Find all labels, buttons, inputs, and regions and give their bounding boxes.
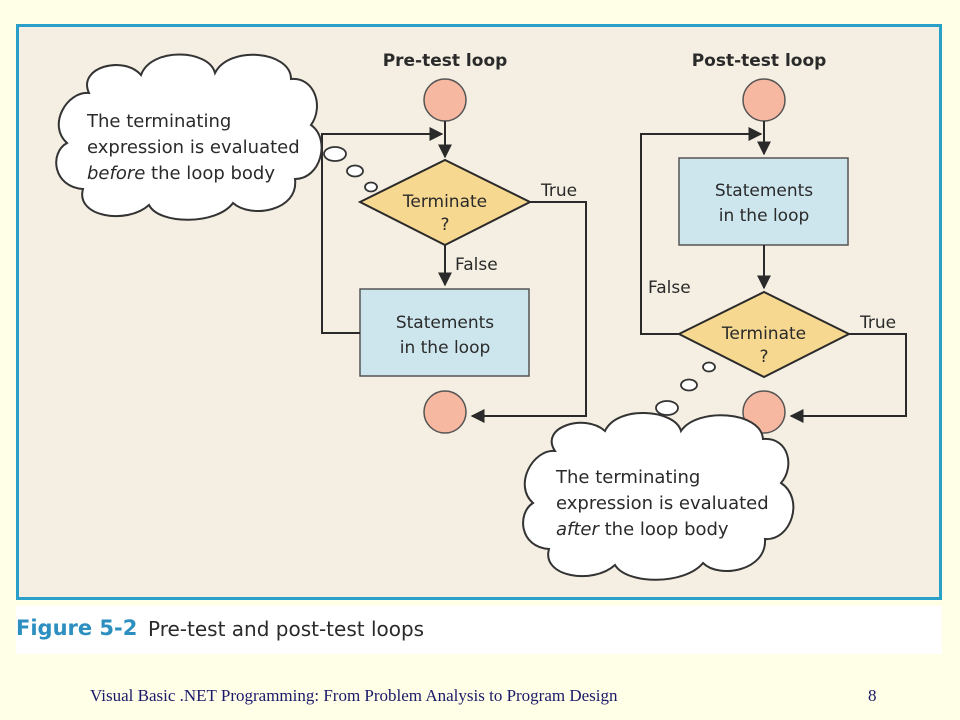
pretest-start-terminal (423, 78, 467, 122)
posttest-end-terminal (742, 390, 786, 434)
posttest-true-label: True (859, 313, 896, 333)
bubble-before-line2: expression is evaluated (87, 137, 300, 158)
slide-footer-title: Visual Basic .NET Programming: From Prob… (90, 686, 618, 705)
figure-caption: Figure 5-2 Pre-test and post-test loops (16, 606, 942, 654)
pretest-box-line1: Statements (396, 313, 494, 333)
bubble-after-line3-rest: the loop body (599, 519, 729, 540)
thought-bubble-after: The terminating expression is evaluated … (522, 361, 795, 581)
posttest-arrow-true (789, 333, 907, 423)
pretest-decision-label: Terminate (402, 192, 487, 212)
figure-caption-text: Pre-test and post-test loops (148, 617, 425, 641)
pretest-end-terminal (423, 390, 467, 434)
figure-number: Figure 5-2 (16, 616, 138, 640)
figure-panel: Pre-test loop Terminate ? False Statemen… (16, 24, 942, 600)
bubble-before-line3: before the loop body (87, 163, 275, 184)
slide-page-number: 8 (868, 686, 877, 705)
pretest-arrow-true (470, 201, 587, 423)
bubble-after-line2: expression is evaluated (556, 493, 769, 514)
bubble-after-emphasis: after (556, 519, 600, 540)
posttest-box-line1: Statements (715, 181, 813, 201)
pretest-statements-box (359, 288, 530, 377)
pretest-decision-qmark: ? (440, 215, 449, 235)
pretest-box-line2: in the loop (400, 338, 491, 358)
bubble-after-line3: after the loop body (556, 519, 729, 540)
posttest-title: Post-test loop (692, 51, 827, 71)
posttest-decision-label: Terminate (721, 324, 806, 344)
thought-bubble-before: The terminating expression is evaluated … (55, 53, 378, 221)
pretest-false-label: False (455, 255, 498, 275)
bubble-before-line3-rest: the loop body (145, 163, 275, 184)
bubble-after-line1: The terminating (555, 467, 700, 488)
posttest-statements-box (678, 157, 849, 246)
bubble-before-line1: The terminating (86, 111, 231, 132)
pretest-loop-back-arrow (321, 127, 444, 334)
bubble-before-emphasis: before (87, 163, 145, 184)
pretest-true-label: True (540, 181, 577, 201)
flowchart-diagram: Pre-test loop Terminate ? False Statemen… (55, 51, 907, 581)
pretest-title: Pre-test loop (383, 51, 508, 71)
posttest-start-terminal (742, 78, 786, 122)
posttest-box-line2: in the loop (719, 206, 810, 226)
posttest-false-label: False (648, 278, 691, 298)
posttest-loop-back-arrow (640, 127, 763, 335)
posttest-decision-qmark: ? (759, 347, 768, 367)
